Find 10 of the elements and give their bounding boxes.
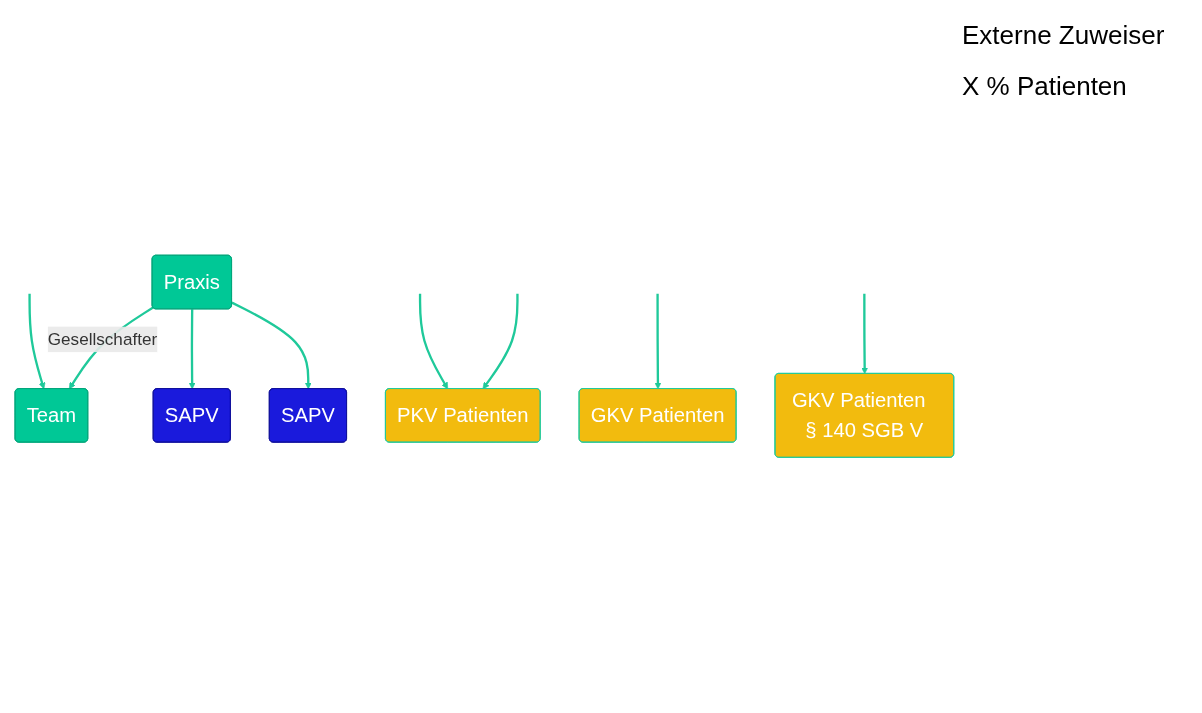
arrow	[861, 293, 869, 375]
arrow	[418, 293, 449, 390]
note-text: X % Patienten	[962, 71, 1128, 102]
arrow	[188, 309, 196, 390]
arrow	[28, 293, 46, 390]
edge-label: Gesellschafter	[47, 329, 158, 350]
arrow	[231, 301, 312, 390]
arrow	[482, 293, 519, 390]
note-text: Externe Zuweiser	[962, 20, 1166, 51]
arrow	[654, 293, 662, 390]
